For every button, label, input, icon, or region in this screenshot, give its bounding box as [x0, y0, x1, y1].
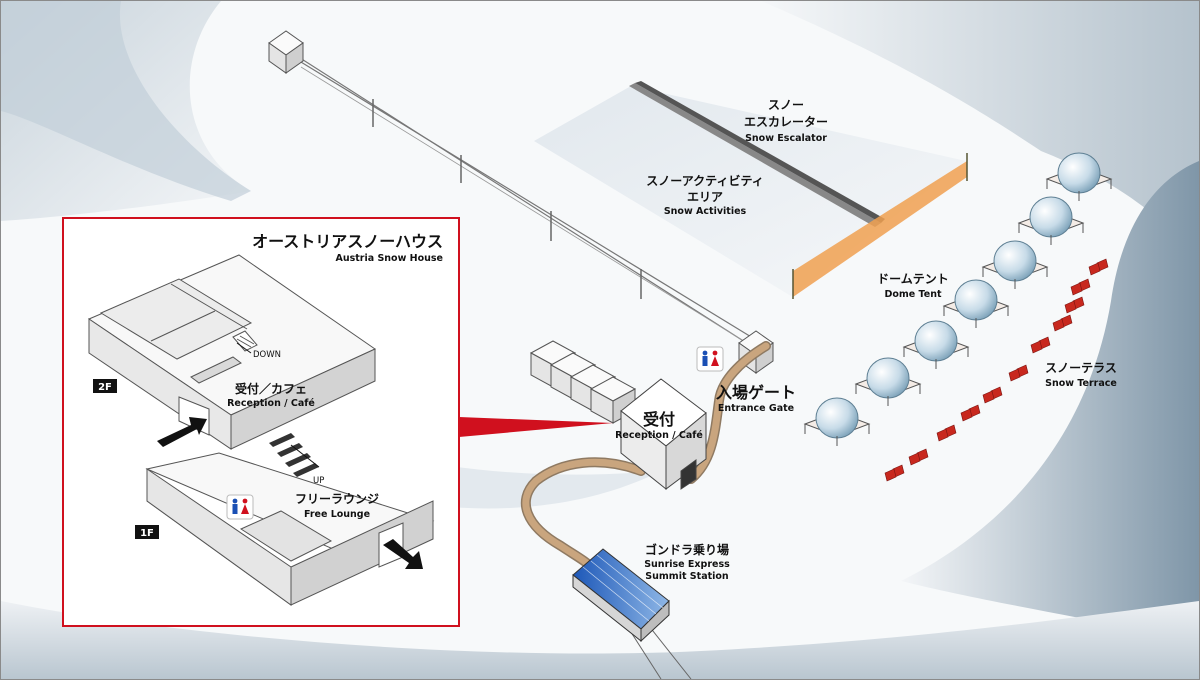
inset-reception-jp: 受付／カフェ [235, 381, 307, 396]
gate-label-jp: 入場ゲート [716, 383, 796, 402]
austria-snow-house-inset: オーストリアスノーハウス Austria Snow House DOWN [62, 217, 460, 627]
gondola-station [572, 548, 692, 679]
up-label: UP [313, 476, 324, 486]
gondola-label-en-2: Summit Station [645, 571, 729, 582]
map-labels: スノー エスカレーター Snow Escalator スノーアクティビティ エリ… [615, 98, 1117, 582]
walking-paths [520, 341, 771, 574]
dome-label-jp: ドームテント [877, 272, 949, 286]
terrace-label-jp: スノーテラス [1045, 361, 1117, 375]
gondola-label-en-1: Sunrise Express [644, 559, 730, 570]
inset-title-en: Austria Snow House [335, 253, 443, 264]
down-label: DOWN [253, 350, 281, 360]
dome-tent-5 [902, 320, 970, 369]
escalator-label-jp: スノー [768, 98, 804, 112]
dome-tent-6 [854, 357, 922, 406]
dome-tent-3 [981, 240, 1049, 289]
snow-terrace-chairs [884, 258, 1109, 482]
floor-1-plan [145, 452, 435, 606]
floor-2-plan [87, 254, 377, 450]
inset-reception-en: Reception / Café [227, 398, 315, 409]
arrow-entrance-icon [157, 417, 207, 447]
gate-label-en: Entrance Gate [718, 403, 794, 414]
lift-top-station [268, 30, 304, 74]
dome-label-en: Dome Tent [884, 289, 941, 300]
dome-tent-1 [1045, 152, 1113, 201]
arrow-exit-icon [383, 539, 423, 569]
snow-activities-area [534, 81, 968, 299]
dome-tent-4 [942, 279, 1010, 328]
restroom-icon [696, 346, 724, 372]
escalator-label-en: Snow Escalator [745, 133, 827, 144]
activities-label-jp: スノーアクティビティ [646, 173, 763, 188]
reception-label-jp: 受付 [643, 410, 675, 429]
dome-tent-7 [803, 397, 871, 446]
dome-tent-2 [1017, 196, 1085, 245]
floor-2-badge [93, 379, 117, 393]
inset-lounge-en: Free Lounge [304, 509, 370, 520]
inset-lounge-jp: フリーラウンジ [295, 492, 379, 506]
reception-label-en: Reception / Café [615, 430, 703, 441]
inset-restroom-icon [226, 494, 254, 520]
inset-title-jp: オーストリアスノーハウス [252, 232, 443, 251]
escalator-label-jp-2: エスカレーター [744, 115, 828, 129]
inset-pointer [459, 417, 613, 437]
dome-tents [803, 152, 1113, 446]
activities-label-jp-2: エリア [687, 190, 723, 204]
floor-1-badge [135, 525, 159, 539]
gondola-label-jp: ゴンドラ乗り場 [645, 542, 729, 557]
reception-building [620, 378, 707, 491]
storage-units [529, 340, 637, 424]
fence-orange [793, 161, 967, 297]
terrace-label-en: Snow Terrace [1045, 378, 1117, 389]
stairs-icon [269, 433, 319, 477]
activities-label-en: Snow Activities [664, 206, 747, 217]
floor-2-label: 2F [98, 382, 112, 393]
floor-1-label: 1F [140, 528, 154, 539]
